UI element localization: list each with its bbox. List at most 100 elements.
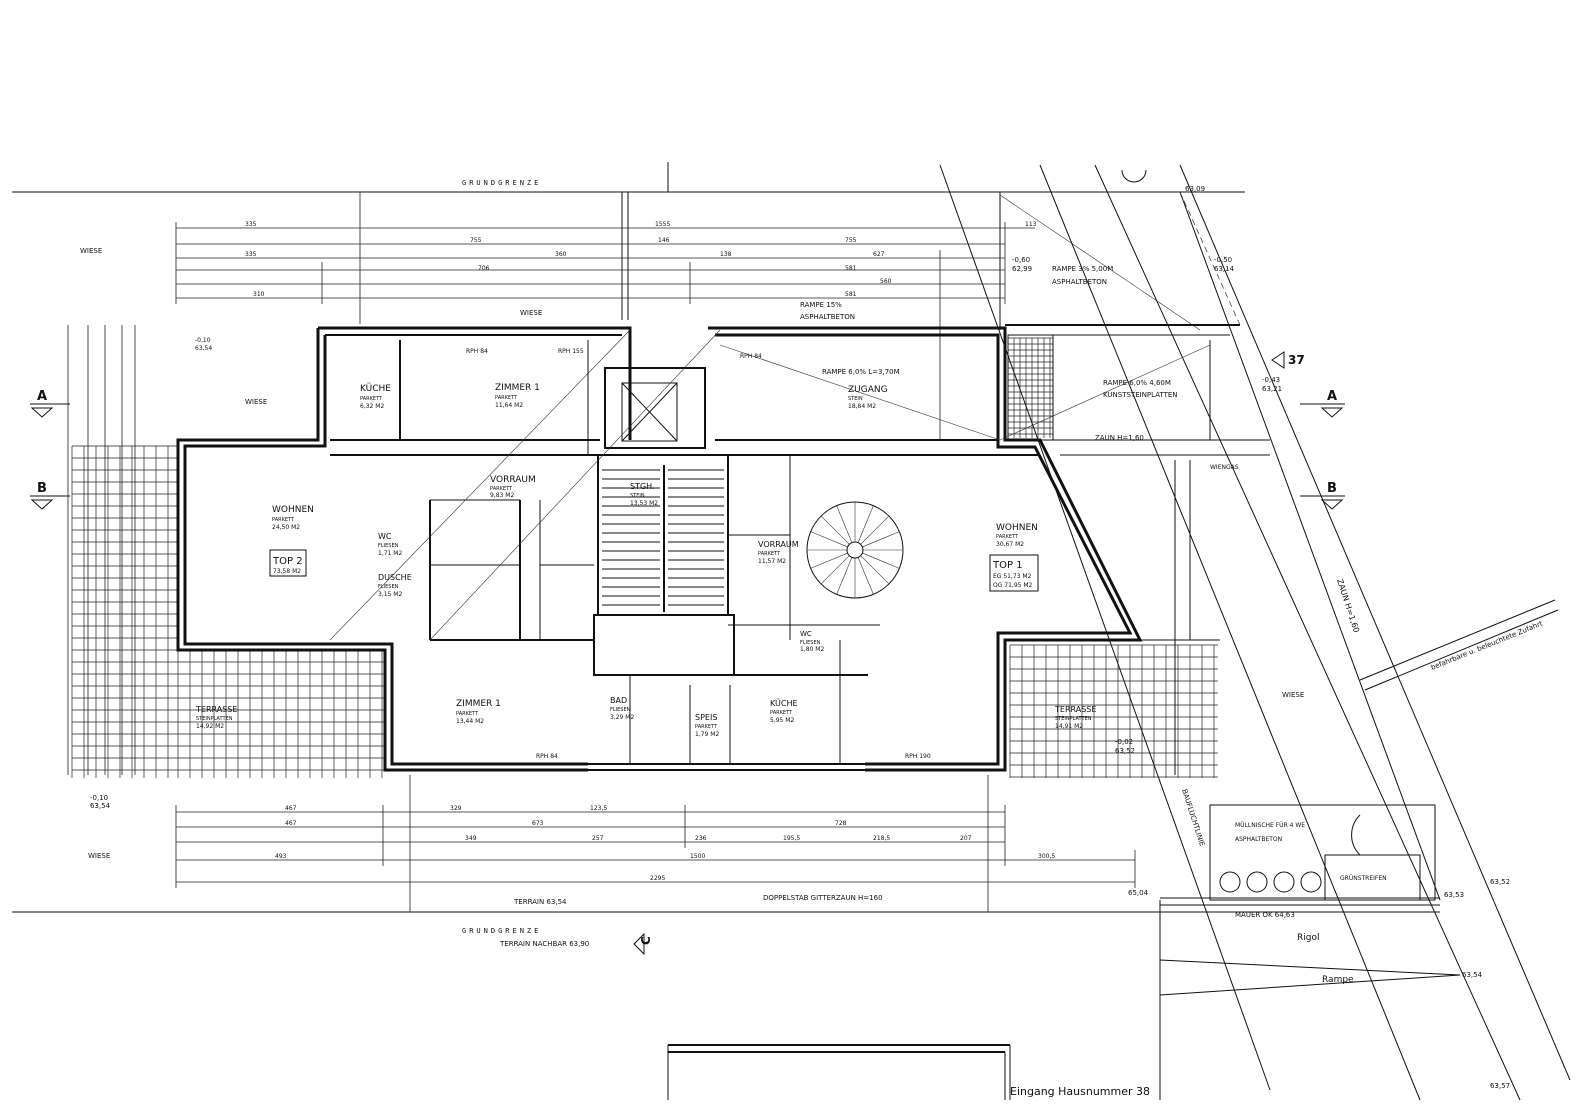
entrance-label: Eingang Hausnummer 38 (1010, 1085, 1150, 1098)
dim-236: 236 (695, 835, 707, 842)
plan-line (820, 555, 850, 585)
dimension-lines-bottom (175, 775, 1136, 912)
svg-text:PARKETT: PARKETT (456, 711, 479, 717)
level-value: -0,10 (90, 794, 108, 802)
section-a-right: A (1327, 389, 1337, 404)
plan-line (836, 557, 853, 595)
svg-text:KÜCHE: KÜCHE (360, 383, 391, 394)
svg-text:FLIESEN: FLIESEN (378, 584, 399, 590)
svg-text:13,53 M2: 13,53 M2 (630, 500, 658, 507)
svg-text:1,80 M2: 1,80 M2 (800, 646, 824, 653)
room-living-top2: WOHNEN PARKETT 24,50 M2 (272, 505, 314, 531)
level-value: -0,02 (1115, 738, 1133, 746)
level-value: -0,60 (1012, 256, 1030, 264)
dim-467b: 467 (285, 820, 297, 827)
dim-581: 581 (845, 265, 857, 272)
dim-728: 728 (835, 820, 847, 827)
dimension-lines-left (67, 325, 136, 775)
site-labels: GRUNDGRENZE GRUNDGRENZE WIESE WIESE WIES… (37, 179, 1544, 1098)
unit-top1-eg: EG 51,73 M2 (993, 573, 1032, 580)
level-value: 63,54 (1462, 971, 1483, 979)
room-kitchen-top1: KÜCHE PARKETT 5,95 M2 (770, 698, 798, 724)
section-markers (30, 351, 1345, 956)
dim-755: 755 (470, 237, 482, 244)
svg-text:5,95 M2: 5,95 M2 (770, 717, 794, 724)
plan-line (857, 557, 874, 595)
room-shower-top2: DUSCHE FLIESEN 3,15 M2 (378, 573, 412, 598)
dim-3005: 300,5 (1038, 853, 1055, 860)
room-terrace-right: TERRASSE STEINPLATTEN 14,91 M2 (1054, 705, 1096, 730)
room-wc-top1: WC FLIESEN 1,80 M2 (800, 630, 824, 653)
dim-2185: 218,5 (873, 835, 890, 842)
level-value: -0,10 (195, 337, 211, 344)
rph-label: RPH 84 (466, 348, 488, 355)
svg-text:STEIN: STEIN (848, 396, 863, 402)
plan-line (820, 515, 850, 545)
svg-text:PARKETT: PARKETT (996, 534, 1019, 540)
dim-360: 360 (555, 251, 567, 258)
svg-text:14,92 M2: 14,92 M2 (196, 723, 224, 730)
level-markers: 63,09 -0,10 63,54 -0,50 63,14 -0,60 62,9… (90, 185, 1510, 1090)
room-pantry-top1: SPEIS PARKETT 1,79 M2 (695, 713, 719, 738)
dim-138: 138 (720, 251, 732, 258)
property-boundaries (12, 162, 1571, 1101)
level-value: 63,52 (1490, 878, 1510, 886)
svg-text:PARKETT: PARKETT (490, 486, 513, 492)
dim-581b: 581 (845, 291, 857, 298)
plan-line (862, 531, 900, 548)
window-sill-labels: RPH 84 RPH 155 RPH 84 RPH 84 RPH 190 (466, 348, 931, 760)
dim-627: 627 (873, 251, 885, 258)
room-bath-top1: BAD FLIESEN 3,29 M2 (610, 696, 634, 721)
dim-113: 113 (1025, 221, 1037, 228)
dim-335b: 335 (245, 251, 257, 258)
svg-text:SPEIS: SPEIS (695, 713, 717, 722)
plan-line (862, 552, 900, 569)
svg-text:WOHNEN: WOHNEN (996, 523, 1038, 533)
dim-257: 257 (592, 835, 604, 842)
dimension-texts-bottom: 467 329 123,5 467 673 728 349 257 236 19… (275, 805, 1055, 882)
building-walls (176, 324, 1270, 775)
svg-text:ZIMMER 1: ZIMMER 1 (495, 383, 540, 393)
terrain-neighbour-label: TERRAIN NACHBAR 63,90 (499, 940, 589, 948)
waste-bin-enclosure (1209, 804, 1436, 901)
svg-text:1,71 M2: 1,71 M2 (378, 550, 402, 557)
svg-text:PARKETT: PARKETT (695, 724, 718, 730)
level-value: 62,99 (1012, 265, 1032, 273)
dim-207: 207 (960, 835, 972, 842)
svg-text:BAD: BAD (610, 696, 627, 705)
ramp-3-label: RAMPE 3% 5,00M (1052, 265, 1113, 273)
level-value: 63,53 (1444, 891, 1464, 899)
svg-text:TERRASSE: TERRASSE (1054, 705, 1096, 714)
terrace-grid-left (71, 445, 385, 778)
room-access: ZUGANG STEIN 18,84 M2 (848, 385, 888, 410)
plan-line (860, 555, 890, 585)
level-value: 63,52 (1115, 747, 1135, 755)
level-value: -0,43 (1262, 376, 1280, 384)
svg-text:ZIMMER 1: ZIMMER 1 (456, 699, 501, 709)
svg-text:WC: WC (378, 532, 392, 541)
unit-top1-title: TOP 1 (992, 560, 1023, 571)
level-value: 63,14 (1214, 265, 1235, 273)
svg-text:STEINPLATTEN: STEINPLATTEN (196, 716, 233, 722)
section-b-right: B (1327, 481, 1337, 496)
lawn-label-5: WIESE (1282, 691, 1304, 699)
ramp-6-label: RAMPE 6,0% 4,60M (1103, 379, 1171, 387)
unit-top1-box: TOP 1 EG 51,73 M2 OG 71,95 M2 (989, 554, 1039, 592)
unit-top1-og: OG 71,95 M2 (993, 582, 1033, 589)
house-number-37: 37 (1288, 353, 1305, 367)
boundary-label-top: GRUNDGRENZE (462, 179, 541, 187)
driveway-label: befahrbare u. beleuchtete Zufahrt (1430, 619, 1544, 671)
unit-top2-box: TOP 2 73,58 M2 (269, 549, 307, 577)
svg-text:18,84 M2: 18,84 M2 (848, 403, 876, 410)
bin-surface-label: ASPHALTBETON (1235, 836, 1282, 843)
dimension-lines-top (175, 192, 1035, 440)
dim-673: 673 (532, 820, 544, 827)
dim-1555: 1555 (655, 221, 670, 228)
wall-height-label: MAUER OK 64,63 (1235, 911, 1295, 919)
svg-text:ZUGANG: ZUGANG (848, 385, 888, 395)
svg-text:30,67 M2: 30,67 M2 (996, 541, 1024, 548)
dim-146: 146 (658, 237, 670, 244)
svg-text:WC: WC (800, 630, 812, 638)
dimension-texts-top: 335 1555 113 755 146 755 335 360 138 627… (245, 221, 1037, 298)
svg-text:WOHNEN: WOHNEN (272, 505, 314, 515)
